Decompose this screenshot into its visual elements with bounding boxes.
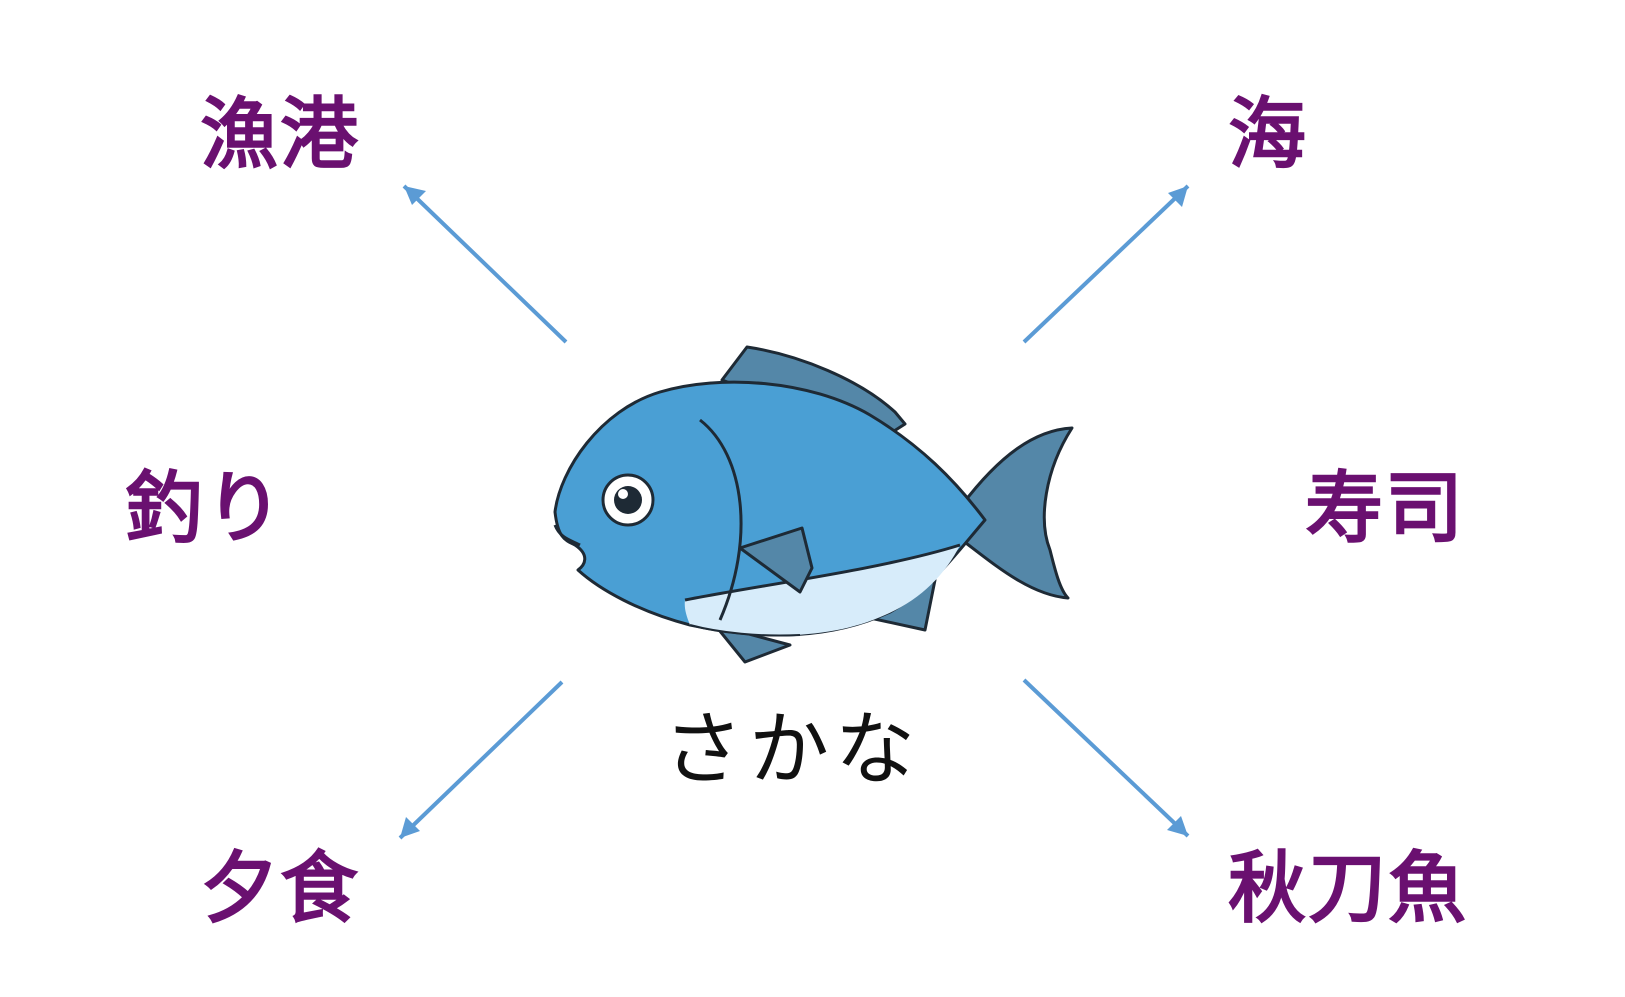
arrow-icon [1167, 816, 1188, 836]
arrow-icon [400, 817, 420, 838]
arrow-icon [1168, 186, 1188, 207]
arrow-bottom-left [398, 680, 564, 840]
term-bottom-left: 夕食 [200, 844, 361, 934]
term-middle-right: 寿司 [1305, 464, 1466, 554]
arrow-top-right [1022, 184, 1190, 344]
term-top-left: 漁港 [200, 90, 361, 180]
term-top-right: 海 [1228, 90, 1309, 180]
arrow-top-left [402, 184, 568, 344]
fish-icon [553, 345, 1074, 664]
term-middle-left: 釣り [125, 464, 286, 554]
arrow-icon [404, 186, 426, 205]
term-bottom-right: 秋刀魚 [1228, 844, 1469, 934]
arrow-bottom-right [1022, 678, 1190, 838]
center-word-label: さかな [663, 703, 921, 796]
